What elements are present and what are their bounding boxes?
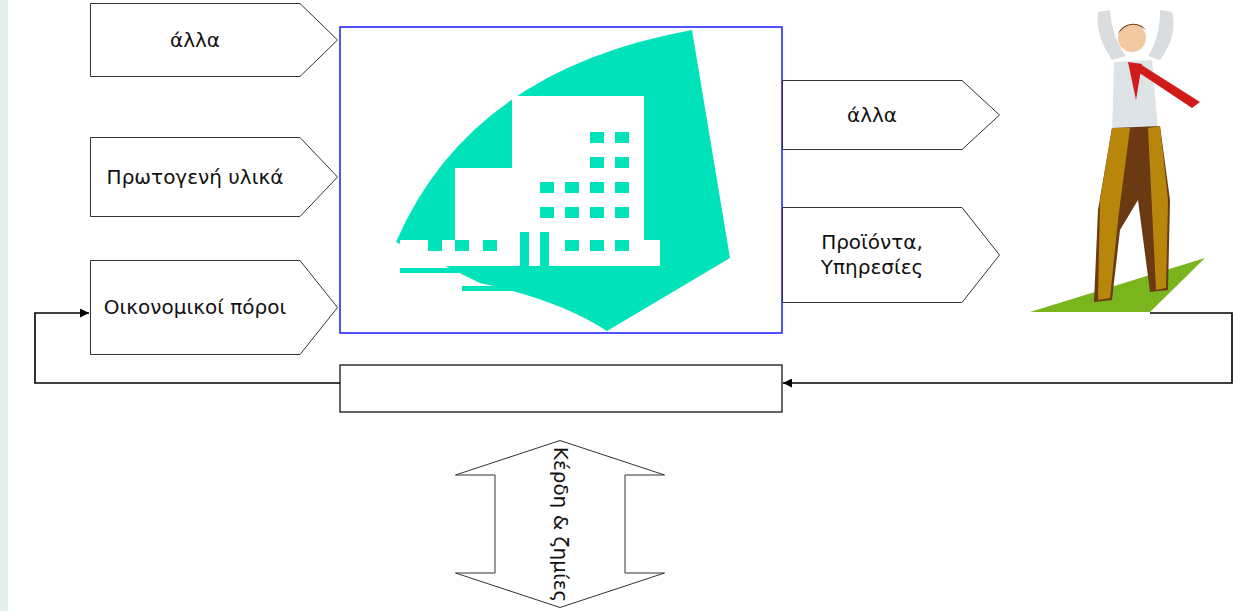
input-arrow: Πρωτογενή υλικά xyxy=(90,137,338,217)
arrow-label: άλλα xyxy=(98,28,292,53)
double-arrow: Κέρδη & ζημίες xyxy=(455,440,665,608)
arrow-label: Οικονομικοί πόροι xyxy=(98,295,292,320)
output-arrow: Προϊόντα, Υπηρεσίες xyxy=(782,207,1000,303)
arrow-label: Πρωτογενή υλικά xyxy=(98,165,292,190)
input-arrow: άλλα xyxy=(90,3,338,77)
customer-figure xyxy=(1030,10,1205,312)
company-box xyxy=(340,27,782,333)
building-icon xyxy=(396,30,730,331)
arrow-label: Κέρδη & ζημίες xyxy=(548,445,573,603)
input-arrow: Οικονομικοί πόροι xyxy=(90,260,338,355)
output-arrow: άλλα xyxy=(782,80,1000,150)
arrow-label: άλλα xyxy=(790,103,954,128)
arrow-label: Προϊόντα, Υπηρεσίες xyxy=(790,230,954,280)
feedback-line xyxy=(783,313,1232,383)
feedback-box xyxy=(340,365,782,412)
